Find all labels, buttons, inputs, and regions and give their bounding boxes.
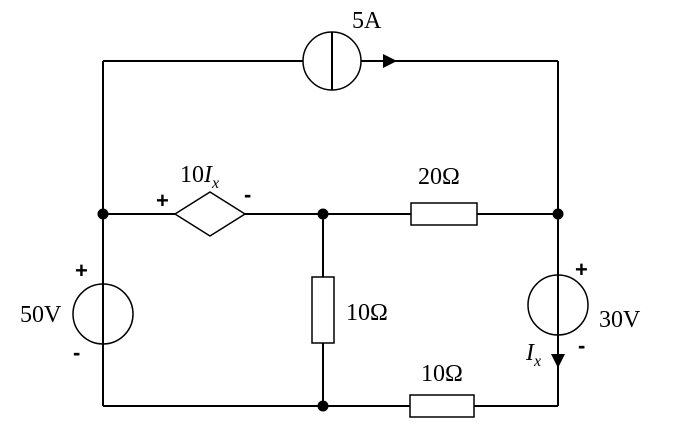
resistor-10-bottom: 10Ω	[409, 361, 475, 418]
current-ix-arrow-icon	[551, 354, 565, 368]
voltage-source-30v: 30V + - Ix	[525, 257, 641, 370]
current-ix-sub: x	[533, 353, 541, 370]
resistor-10-bottom-body	[409, 394, 475, 418]
node-center-bottom	[317, 400, 329, 412]
voltage-source-50v-plus: +	[75, 258, 88, 283]
node-right-mid	[552, 208, 564, 220]
dependent-source-plus: +	[156, 188, 169, 213]
dependent-source-coef: 10	[180, 162, 204, 188]
resistor-10-vertical: 10Ω	[311, 276, 388, 344]
resistor-20: 20Ω	[410, 164, 478, 226]
dependent-source-sub: x	[211, 175, 219, 192]
dependent-source-minus: -	[244, 182, 251, 207]
resistor-20-body	[410, 202, 478, 226]
current-ix-var: I	[525, 340, 535, 366]
dependent-source: 10Ix + -	[156, 162, 251, 237]
resistor-10-vertical-label: 10Ω	[346, 300, 388, 326]
current-ix-label: Ix	[525, 340, 541, 370]
current-source-5a: 5A	[302, 8, 397, 91]
dependent-source-label: 10Ix	[180, 162, 219, 192]
voltage-source-50v-label: 50V	[20, 302, 62, 328]
voltage-source-50v: 50V + -	[20, 258, 134, 365]
node-left-mid	[97, 208, 109, 220]
resistor-10-vertical-body	[311, 276, 335, 344]
node-center-mid	[317, 208, 329, 220]
wires	[102, 60, 559, 407]
resistor-10-bottom-label: 10Ω	[421, 361, 463, 387]
voltage-source-50v-minus: -	[73, 340, 80, 365]
resistor-20-label: 20Ω	[418, 164, 460, 190]
voltage-source-30v-label: 30V	[599, 307, 641, 333]
nodes	[97, 208, 564, 412]
current-arrow-icon	[383, 54, 397, 68]
voltage-source-30v-plus: +	[575, 257, 588, 282]
current-source-label: 5A	[352, 8, 382, 34]
voltage-source-30v-minus: -	[578, 333, 585, 358]
dependent-source-diamond	[173, 191, 247, 237]
dependent-source-var: I	[203, 162, 213, 188]
